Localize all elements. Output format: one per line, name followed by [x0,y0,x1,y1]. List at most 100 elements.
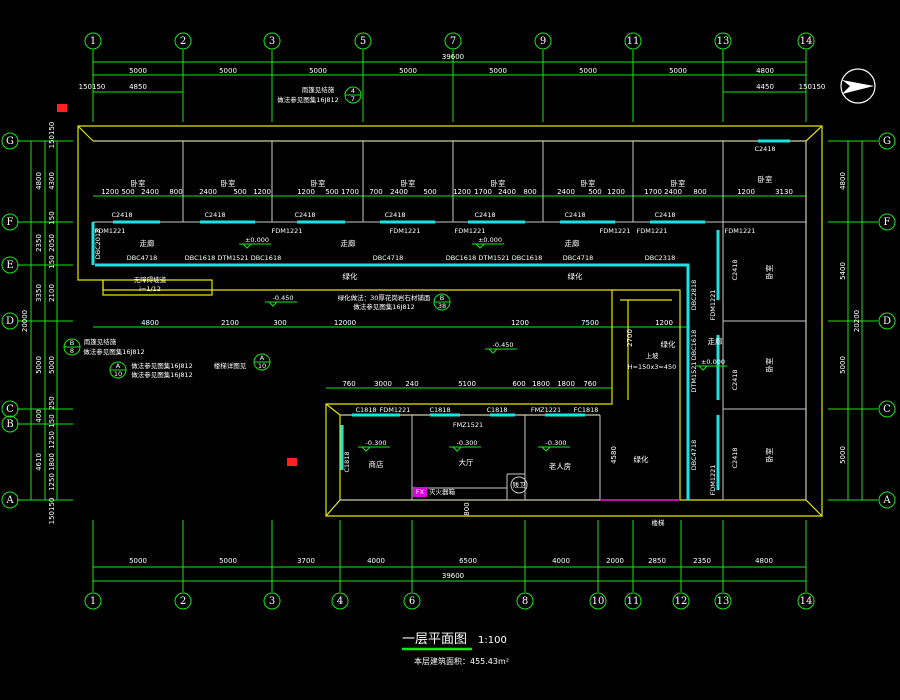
dim-left-mid: 400 [35,409,43,422]
dim-room-width: 500 [121,188,134,196]
dim-room-width: 2400 [390,188,408,196]
room-label-green: 绿化 [343,271,358,281]
door-window-tag: FDM1221 [725,227,756,235]
room-label-green: 绿化 [661,339,676,349]
axis-top-13: 13 [717,36,730,47]
axis-left-D-bubble [1,312,19,330]
dim-green-len: 2700 [626,329,634,347]
room-label-bedroom: 卧室 [311,178,326,188]
note-detail: 做法参见图集16J812 [131,361,193,370]
elevation-label: -0.300 [457,439,478,447]
axis-bottom-11: 11 [627,596,640,607]
dim-top-span: 5000 [489,67,507,75]
axis-bottom-3: 3 [269,596,275,607]
axis-top-1-bubble [84,32,102,50]
ramp-slope: i=1/12 [139,285,161,293]
elevation-label: -0.450 [493,341,514,349]
dim-bottom-depth: 800 [463,502,471,515]
axis-left-E: E [6,260,13,271]
axis-bottom-2: 2 [180,596,186,607]
dim-left-inner: 5000 [48,356,56,374]
door-window-tag: C2418 [204,211,225,219]
door-window-tag: DBC1618 [185,254,215,262]
door-window-tag: FC1818 [574,406,599,414]
dim-lower: 760 [342,380,355,388]
axis-top-11-bubble [624,32,642,50]
dim-top-span: 5000 [129,67,147,75]
dim-corridor: 4800 [141,319,159,327]
detail-ref-top: A [116,362,121,370]
note-detail: 做法参见图集16J812 [277,95,339,104]
axis-left-E-bubble [1,256,19,274]
dim-left-inner: 1250 [48,431,56,449]
axis-top-5: 5 [360,36,366,47]
dim-right-span: 5000 [839,356,847,374]
door-window-tag: DBC4718 [373,254,403,262]
axis-left-B-bubble [1,415,19,433]
dim-lower: 1800 [532,380,550,388]
dim-top-sub: 4450 [756,83,774,91]
room-label-stair: 楼梯 [652,518,666,527]
ramp-label: 无障碍坡道 [134,275,167,284]
dim-room-width: 1200 [453,188,471,196]
dim-room-width: 700 [369,188,382,196]
elevation-label: -0.300 [366,439,387,447]
dim-left-inner: 150150 [48,122,56,149]
dim-left-mid: 3350 [35,284,43,302]
door-window-tag: C1818 [343,451,351,472]
toilet-fixture-icon [510,476,528,494]
dim-room-width: 500 [423,188,436,196]
detail-ref-top: A [260,354,265,362]
detail-ref-bottom: 10 [258,362,266,370]
axis-bottom-12-bubble [672,592,690,610]
door-window-tag: C1818 [429,406,450,414]
dim-corridor: 2100 [221,319,239,327]
door-window-tag: DBC1618 [512,254,542,262]
dim-lower: 3000 [374,380,392,388]
door-window-tag: C2418 [754,145,775,153]
dim-right-span: 4800 [839,172,847,190]
door-window-tag: DBC2018 [94,229,102,259]
elevation-marker-icon [449,446,481,452]
axis-left-G-bubble [1,132,19,150]
dim-top-sub: 4850 [129,83,147,91]
room-label-bedroom: 卧室 [221,178,236,188]
dim-room-width: 1200 [737,188,755,196]
door-window-tag: DBC1618 [251,254,281,262]
room-label-wc: 残卫 [513,480,527,489]
room-label-bedroom: 卧室 [131,178,146,188]
room-label-green: 绿化 [634,454,649,464]
dim-bottom-span: 3700 [297,557,315,565]
room-label-shop: 商店 [369,459,384,469]
dim-top-span: 5000 [219,67,237,75]
room-label-bedroom: 卧室 [764,447,774,462]
axis-left-F: F [7,217,14,228]
dim-lower: 5100 [458,380,476,388]
dim-lower: 760 [583,380,596,388]
dim-room-width: 2400 [557,188,575,196]
axis-right-G: G [883,136,891,147]
dim-left-mid: 4610 [35,453,43,471]
axis-bottom-1: 1 [90,596,96,607]
detail-ref-top: 4 [351,87,355,95]
dim-top-span: 5000 [399,67,417,75]
elevation-marker-icon [358,446,390,452]
room-label-bedroom: 卧室 [581,178,596,188]
dim-room-width: 500 [325,188,338,196]
room-label-bedroom: 卧室 [401,178,416,188]
dim-room-width: 1200 [607,188,625,196]
dim-room-width: 1200 [253,188,271,196]
door-window-tag: DBC1618 [446,254,476,262]
dim-room-width: 800 [693,188,706,196]
dim-left-mid: 2350 [35,234,43,252]
dim-corridor: 1200 [655,319,673,327]
room-label-bedroom: 卧室 [758,174,773,184]
corridor-glazing [91,139,790,500]
elevation-marker-icon [239,243,271,249]
door-window-tag: DBC2818 [690,280,698,310]
ramp [102,279,213,296]
axis-top-5-bubble [354,32,372,50]
red-marker [57,104,67,112]
door-window-tag: C2418 [294,211,315,219]
